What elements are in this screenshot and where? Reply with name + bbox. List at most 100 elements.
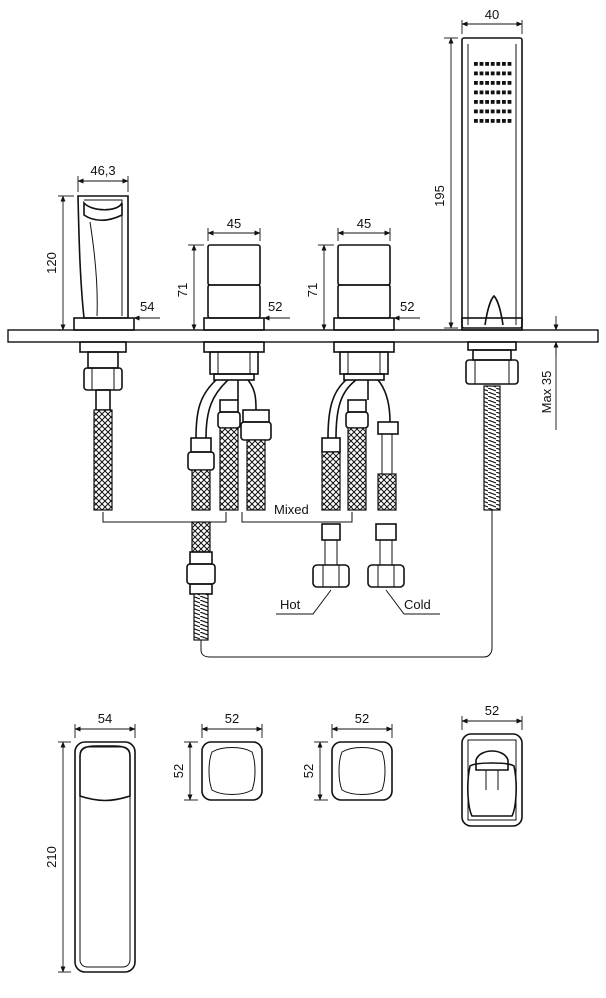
spray-nozzle <box>474 100 478 104</box>
spray-nozzle <box>496 109 501 114</box>
mixed-bracket <box>241 512 353 523</box>
valve-2-plan-width-dimension: 52 <box>331 711 393 738</box>
spray-nozzle <box>479 119 484 123</box>
spray-nozzle <box>507 90 512 95</box>
handshower-spray-grid <box>474 62 512 123</box>
valve-2-plan-depth-label: 52 <box>301 764 316 778</box>
spray-nozzle <box>502 71 506 76</box>
spray-nozzle <box>502 62 506 66</box>
spray-nozzle <box>502 81 506 85</box>
spout-base-label: 54 <box>140 299 154 314</box>
deck-thickness-dimension: Max 35 <box>539 316 559 430</box>
spray-nozzle <box>479 81 484 85</box>
spout-plan-width-label: 54 <box>98 711 112 726</box>
spray-nozzle <box>479 62 484 66</box>
spray-nozzle <box>490 100 495 104</box>
handshower-height-dimension: 195 <box>432 37 458 329</box>
valve-2-plan-width-label: 52 <box>355 711 369 726</box>
spout-width-label: 46,3 <box>90 163 115 178</box>
cold-label: Cold <box>404 597 431 612</box>
spray-nozzle <box>490 119 495 123</box>
handshower-plan-view <box>461 733 523 827</box>
handshower-width-dimension: 40 <box>461 7 523 34</box>
spray-nozzle <box>474 62 478 66</box>
valve-1-elevation <box>186 244 272 641</box>
spray-nozzle <box>507 100 512 104</box>
handshower-hose-route <box>200 510 493 658</box>
mixed-label: Mixed <box>274 502 309 517</box>
spout-plan-width-dimension: 54 <box>74 711 136 738</box>
spray-nozzle <box>490 71 495 76</box>
spray-nozzle <box>490 90 495 95</box>
spray-nozzle <box>496 62 501 66</box>
valve-1-plan-view <box>201 741 263 801</box>
spout-plan-length-dimension: 210 <box>44 741 71 973</box>
deck-plate <box>7 329 599 343</box>
hot-label: Hot <box>280 597 301 612</box>
spout-plan-length-label: 210 <box>44 846 59 868</box>
spray-nozzle <box>485 100 489 104</box>
spout-elevation <box>73 195 135 511</box>
spray-nozzle <box>474 90 478 95</box>
spray-nozzle <box>485 109 489 114</box>
valve-1-height-label: 71 <box>175 283 190 297</box>
spray-nozzle <box>474 119 478 123</box>
valve-1-plan-width-dimension: 52 <box>201 711 263 738</box>
spray-nozzle <box>485 119 489 123</box>
spout-base-dimension: 54 <box>133 299 160 321</box>
valve-1-height-dimension: 71 <box>175 244 204 331</box>
spray-nozzle <box>496 71 501 76</box>
handshower-height-label: 195 <box>432 185 447 207</box>
valve-2-elevation <box>312 244 405 588</box>
spray-nozzle <box>496 100 501 104</box>
valve-2-height-label: 71 <box>305 283 320 297</box>
valve-2-plan-view <box>331 741 393 801</box>
valve-1-plan-depth-label: 52 <box>171 764 186 778</box>
spray-nozzle <box>490 81 495 85</box>
deck-max-label: Max 35 <box>539 371 554 414</box>
spray-nozzle <box>507 109 512 114</box>
spray-nozzle <box>502 119 506 123</box>
valve-1-width-dimension: 45 <box>207 216 261 241</box>
hot-leader <box>276 589 332 615</box>
spray-nozzle <box>479 109 484 114</box>
spray-nozzle <box>496 81 501 85</box>
valve-1-width-label: 45 <box>227 216 241 231</box>
spray-nozzle <box>474 71 478 76</box>
spray-nozzle <box>507 81 512 85</box>
handshower-plan-width-label: 52 <box>485 703 499 718</box>
valve-2-width-dimension: 45 <box>337 216 391 241</box>
spray-nozzle <box>496 119 501 123</box>
cold-leader <box>385 589 440 615</box>
spray-nozzle <box>496 90 501 95</box>
valve-1-base-label: 52 <box>268 299 282 314</box>
spout-height-label: 120 <box>44 252 59 274</box>
handshower-elevation <box>461 37 523 511</box>
valve-2-base-label: 52 <box>400 299 414 314</box>
spout-mixed-bracket <box>102 512 227 523</box>
spray-nozzle <box>474 81 478 85</box>
spray-nozzle <box>479 100 484 104</box>
spray-nozzle <box>485 71 489 76</box>
spray-nozzle <box>490 62 495 66</box>
spray-nozzle <box>485 62 489 66</box>
spout-height-dimension: 120 <box>44 195 74 331</box>
handshower-width-label: 40 <box>485 7 499 22</box>
spray-nozzle <box>479 71 484 76</box>
spray-nozzle <box>507 119 512 123</box>
spout-plan-view <box>74 741 136 973</box>
valve-2-width-label: 45 <box>357 216 371 231</box>
spray-nozzle <box>507 71 512 76</box>
spray-nozzle <box>502 90 506 95</box>
spray-nozzle <box>485 81 489 85</box>
valve-2-height-dimension: 71 <box>305 244 334 331</box>
valve-2-plan-depth-dimension: 52 <box>301 741 328 801</box>
valve-2-base-dimension: 52 <box>393 299 420 321</box>
spray-nozzle <box>479 90 484 95</box>
valve-1-plan-depth-dimension: 52 <box>171 741 198 801</box>
valve-1-plan-width-label: 52 <box>225 711 239 726</box>
spray-nozzle <box>485 90 489 95</box>
spout-width-dimension: 46,3 <box>77 163 129 192</box>
valve-1-base-dimension: 52 <box>263 299 290 321</box>
